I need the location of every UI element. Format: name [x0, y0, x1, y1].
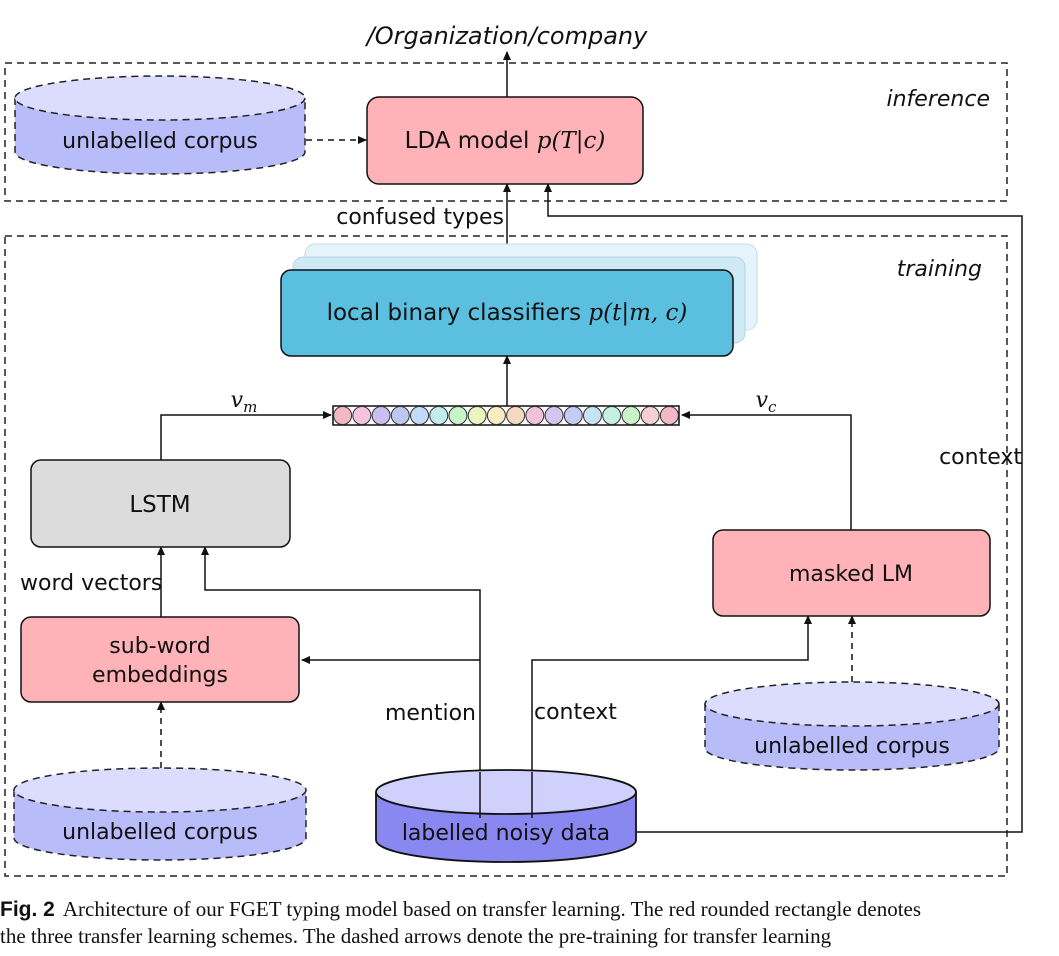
caption-line-2: the three transfer learning schemes. The…: [0, 924, 832, 948]
data-to-lda-context-arrow: [544, 183, 1023, 833]
unlabelled-corpus-top-cylinder: [14, 75, 306, 175]
vector-cell: [333, 406, 353, 425]
lstm-to-vector-arrow: [160, 411, 332, 460]
masked-lm-label: masked LM: [789, 562, 913, 587]
data-to-maskedlm-arrow: [531, 615, 812, 810]
unlabelled-corpus-left-cylinder: [13, 767, 307, 861]
vector-cell: [659, 406, 679, 425]
training-frame: [4, 235, 1008, 877]
subword-embeddings-box: [20, 616, 300, 703]
maskedlm-to-vector-arrow: [681, 411, 852, 530]
lda-model-label: LDA model p(T|c): [405, 128, 606, 154]
labelled-noisy-data-cylinder: [375, 769, 637, 863]
vector-cell: [429, 406, 449, 425]
vector-cell: [390, 406, 410, 425]
vector-cell: [467, 406, 487, 425]
vector-cell: [583, 406, 602, 425]
mention-label: mention: [385, 701, 476, 726]
inference-label: inference: [887, 87, 991, 112]
vector-cell: [602, 406, 622, 425]
labelled-noisy-data-label: labelled noisy data: [402, 821, 610, 846]
caption-fig-number: Fig. 2: [0, 898, 55, 921]
subword-embeddings-label: sub-word: [109, 634, 210, 659]
unlabelled-corpus-left-label: unlabelled corpus: [62, 820, 258, 845]
context-right-label: context: [939, 445, 1022, 470]
context-bottom-label: context: [534, 700, 617, 725]
vector-cell: [506, 406, 526, 425]
output-type-label: /Organization/company: [365, 22, 648, 50]
unlabelled-corpus-top-label: unlabelled corpus: [62, 129, 258, 154]
v-c-label: vc: [756, 388, 777, 416]
figure-caption: Fig. 2 Architecture of our FGET typing mo…: [0, 896, 1059, 950]
vector-cell: [621, 406, 641, 425]
vector-cell: [448, 406, 468, 425]
word-vectors-label: word vectors: [20, 571, 162, 596]
vector-cell: [486, 406, 506, 425]
vector-cell: [525, 406, 545, 425]
vector-cell: [640, 406, 660, 425]
local-classifiers-box: [280, 269, 734, 357]
unlabelled-corpus-right-cylinder: [704, 681, 1000, 771]
confused-types-label: confused types: [336, 205, 504, 230]
lstm-box: [30, 459, 291, 548]
lda-model-box: [366, 96, 644, 185]
inference-frame: [4, 62, 1008, 202]
training-label: training: [897, 257, 982, 282]
caption-line-1: Fig. 2 Architecture of our FGET typing mo…: [0, 896, 1059, 923]
unlabelled-corpus-right-label: unlabelled corpus: [754, 734, 950, 759]
local-classifiers-label: local binary classifiers p(t|m, c): [327, 300, 688, 326]
v-m-label: vm: [231, 388, 258, 416]
concatenated-vector: [332, 405, 680, 426]
lstm-label: LSTM: [129, 492, 190, 518]
masked-lm-box: [712, 529, 991, 617]
vector-cell: [352, 406, 372, 425]
data-to-lstm-arrow: [201, 546, 481, 810]
subword-embeddings-label-line2: embeddings: [92, 663, 228, 688]
vector-cell: [410, 406, 429, 425]
caption-text-1: Architecture of our FGET typing model ba…: [62, 897, 922, 921]
vector-cell: [544, 406, 564, 425]
vector-cell: [563, 406, 583, 425]
vector-cell: [371, 406, 391, 425]
